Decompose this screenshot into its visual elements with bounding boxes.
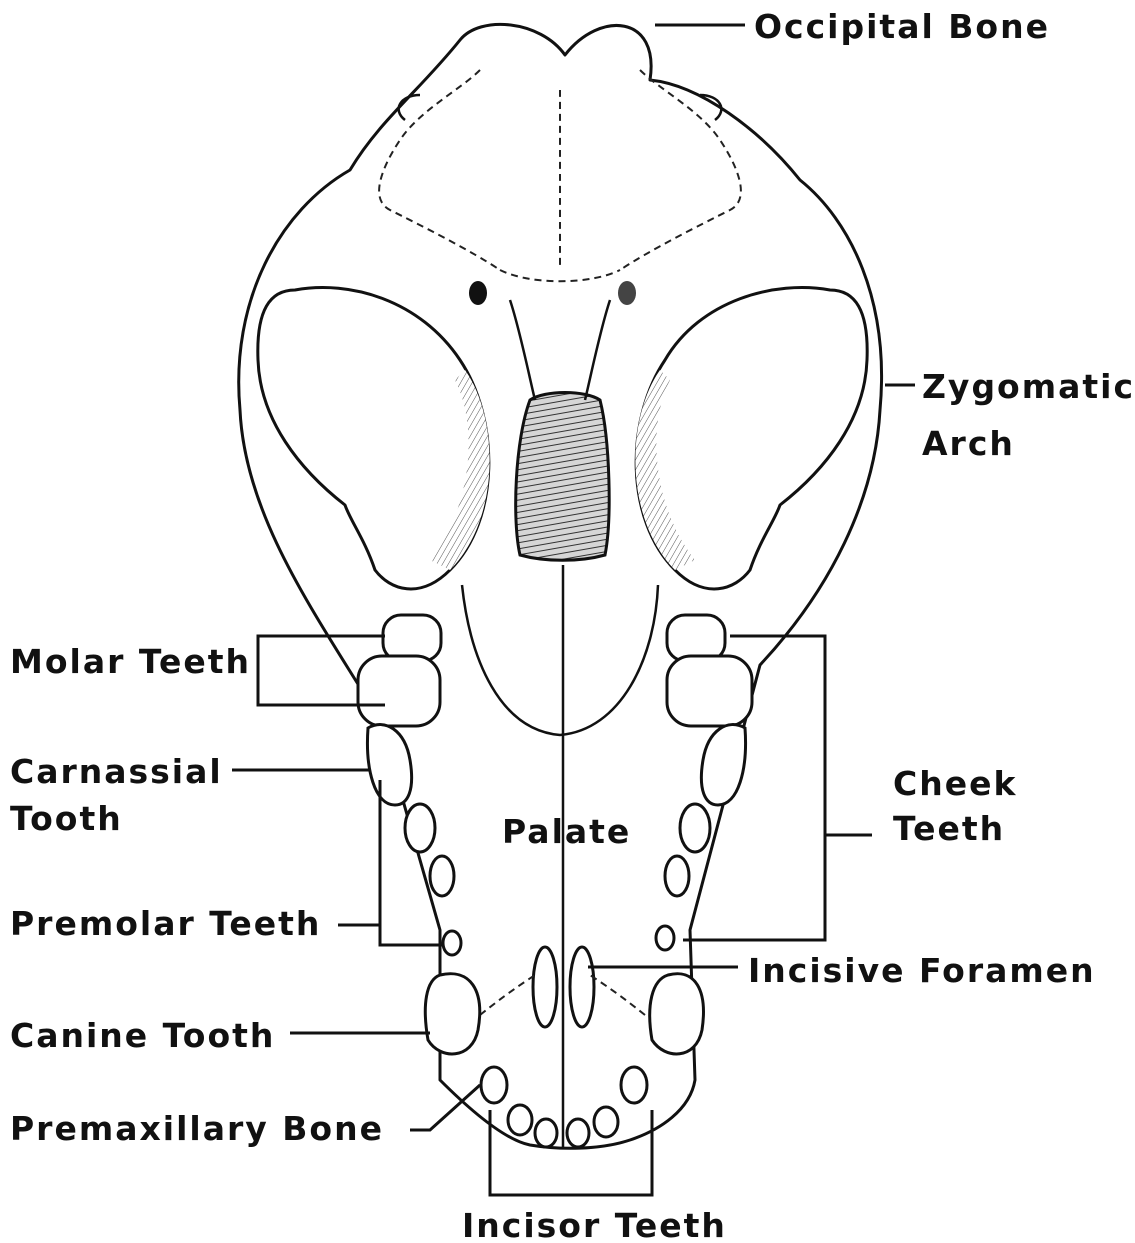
label-occipital-bone: Occipital Bone (754, 7, 1050, 46)
label-premaxillary-bone: Premaxillary Bone (10, 1109, 384, 1148)
label-cheek-line1: Cheek (893, 764, 1017, 803)
premolar-right-1 (680, 804, 710, 852)
molar-left-1 (383, 615, 441, 661)
molar-right-1 (667, 615, 725, 661)
label-palate: Palate (502, 812, 631, 851)
canine-right (650, 974, 704, 1054)
label-premolar-teeth: Premolar Teeth (10, 904, 321, 943)
foramen-left (469, 281, 487, 305)
molar-left-2 (358, 656, 440, 726)
label-molar-teeth: Molar Teeth (10, 642, 251, 681)
incisor-5 (594, 1107, 618, 1137)
premolar-left-3 (443, 931, 461, 955)
label-zygomatic-line1: Zygomatic (922, 367, 1135, 406)
incisor-2 (508, 1105, 532, 1135)
premolar-left-2 (430, 856, 454, 896)
label-zygomatic-line2: Arch (922, 424, 1015, 463)
premolar-right-2 (665, 856, 689, 896)
foramen-right (618, 281, 636, 305)
label-carnassial-line1: Carnassial (10, 752, 223, 791)
incisor-3 (535, 1119, 557, 1147)
incisor-4 (567, 1119, 589, 1147)
label-cheek-line2: Teeth (893, 809, 1005, 848)
label-canine-tooth: Canine Tooth (10, 1016, 275, 1055)
label-incisive-foramen: Incisive Foramen (748, 951, 1096, 990)
molar-right-2 (667, 656, 752, 726)
incisive-foramen-left (533, 947, 557, 1027)
incisive-foramen-right (570, 947, 594, 1027)
incisor-1 (481, 1067, 507, 1103)
premolar-left-1 (405, 804, 435, 852)
label-carnassial-line2: Tooth (10, 799, 123, 838)
canine-left (425, 974, 479, 1054)
label-incisor-teeth: Incisor Teeth (462, 1206, 727, 1243)
premolar-right-3 (656, 926, 674, 950)
incisor-6 (621, 1067, 647, 1103)
nasal-opening (516, 393, 609, 561)
